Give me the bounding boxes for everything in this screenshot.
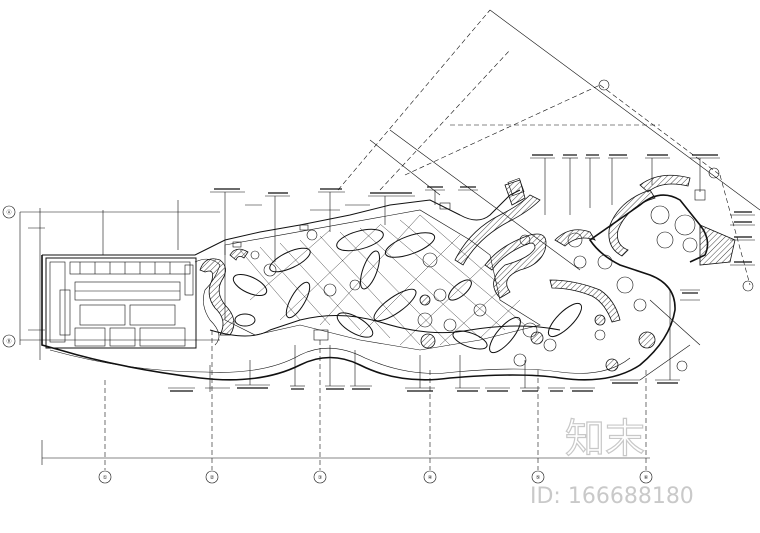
- axis-label-b: Ⓑ: [6, 338, 11, 345]
- annotation-text-strokes: [170, 154, 752, 392]
- watermark-id: ID: 166688180: [530, 484, 694, 509]
- axis-bubble-6: [639, 470, 653, 484]
- axis-bubble-diag-3: [676, 360, 688, 372]
- trees: [250, 205, 698, 372]
- axis-label-1: ①: [103, 475, 108, 481]
- axis-bubble-b: [2, 334, 16, 348]
- axis-label-3: ③: [318, 475, 323, 481]
- axis-bubble-5: [531, 470, 545, 484]
- axis-bubble-3: [313, 470, 327, 484]
- plaza-paving: [224, 209, 541, 351]
- axis-bubble-diag-1: [598, 79, 610, 91]
- axis-label-5: ⑤: [536, 475, 541, 481]
- axis-label-6: ⑥: [644, 475, 649, 481]
- grid-bubbles-left: Ⓐ Ⓑ: [2, 79, 754, 372]
- axis-bubble-1: [98, 470, 112, 484]
- annotation-leaders-top: [210, 157, 755, 301]
- diagonal-grid-lines: [337, 9, 760, 346]
- bottom-dimension-lines: [41, 330, 691, 470]
- site-outline: [41, 189, 709, 381]
- axis-label-a: Ⓐ: [6, 209, 11, 216]
- axis-bubble-diag-2: [708, 167, 720, 179]
- axis-bubble-a: [2, 205, 16, 219]
- annotation-leaders-bottom: [168, 290, 680, 392]
- axis-label-4: ④: [428, 475, 433, 481]
- axis-bubble-diag-4: [742, 280, 754, 292]
- watermark: 知末 ID: 166688180: [530, 415, 694, 509]
- grid-bubbles-bottom: ① ② ③ ④ ⑤ ⑥: [98, 470, 653, 484]
- axis-bubble-2: [205, 470, 219, 484]
- curved-planters: [199, 174, 736, 336]
- axis-label-2: ②: [210, 475, 215, 481]
- building-block: [45, 257, 221, 349]
- axis-bubble-4: [423, 470, 437, 484]
- watermark-brand: 知末: [565, 416, 645, 462]
- elliptical-beds: [232, 228, 583, 354]
